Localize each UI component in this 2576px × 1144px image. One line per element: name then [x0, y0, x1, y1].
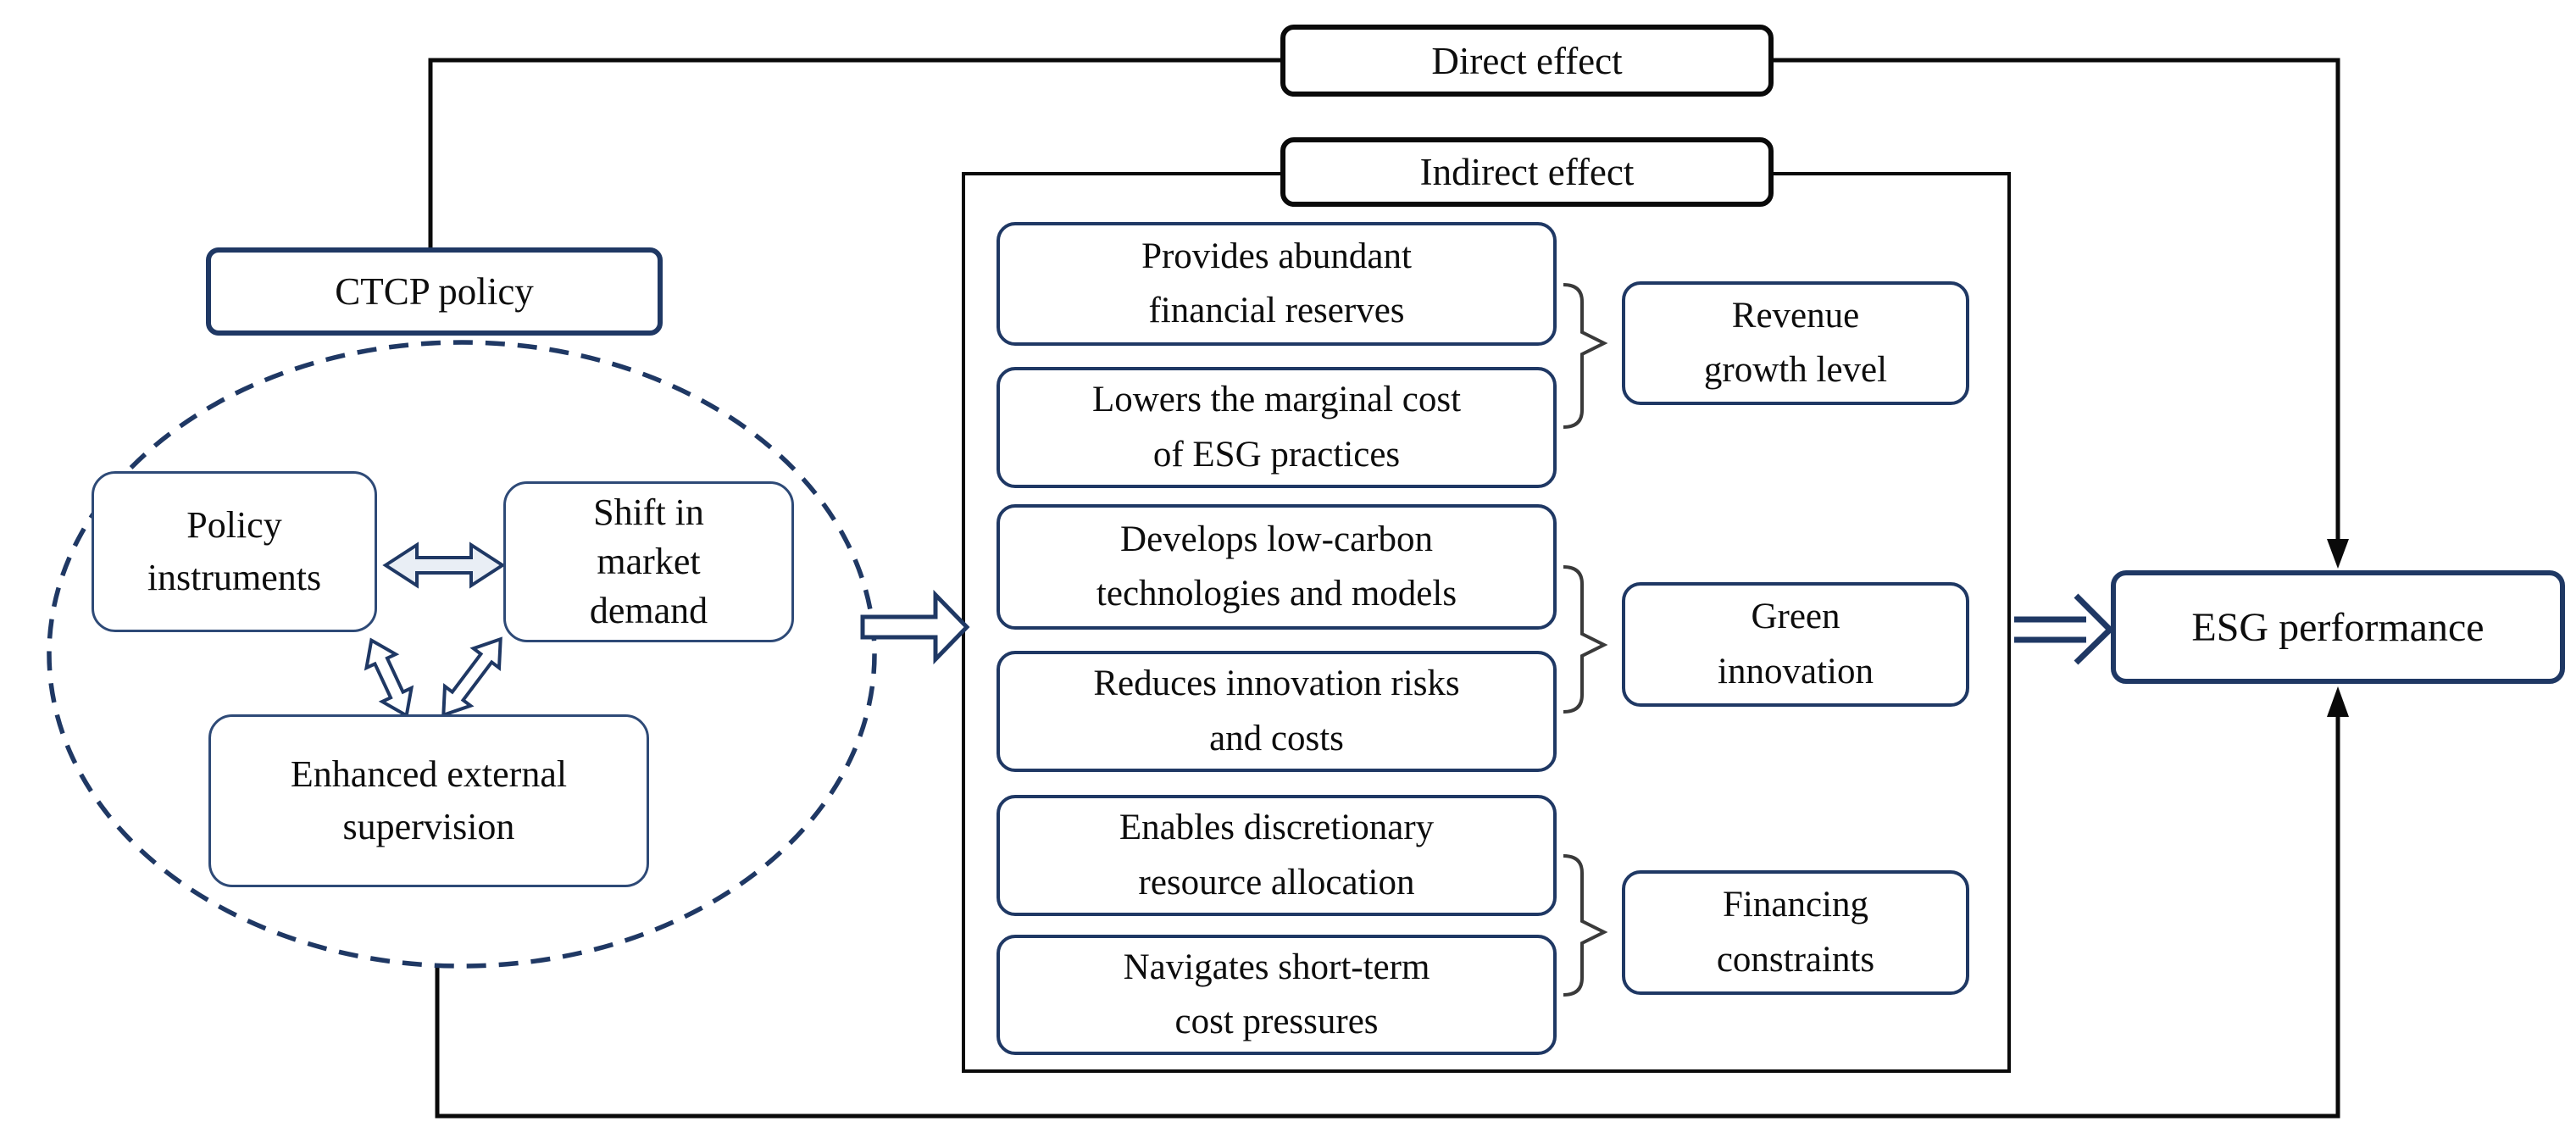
- node-label-line: Lowers the marginal cost: [1091, 380, 1462, 419]
- node-label-line: Policy: [186, 503, 282, 546]
- node-label: Indirect effect: [1419, 151, 1635, 193]
- node-label: Direct effect: [1431, 39, 1623, 82]
- bracket-green-innovation-icon: [1563, 565, 1608, 714]
- node-label-line: cost pressures: [1174, 1002, 1379, 1041]
- node-label-line: constraints: [1716, 939, 1875, 980]
- node-direct-effect: Direct effect: [1280, 25, 1774, 97]
- node-label-line: Provides abundant: [1141, 236, 1412, 276]
- node-label-line: innovation: [1718, 651, 1874, 691]
- node-label-line: Shift in: [593, 491, 704, 533]
- node-label-line: market: [597, 540, 701, 582]
- double-arrow-diagonal-left-icon: [364, 637, 414, 719]
- node-policy-instruments: Policy instruments: [92, 471, 377, 632]
- node-label: CTCP policy: [335, 270, 534, 313]
- node-lowers-marginal-cost: Lowers the marginal cost of ESG practice…: [997, 367, 1557, 488]
- node-label: ESG performance: [2191, 604, 2484, 650]
- node-shift-in-market-demand: Shift in market demand: [503, 481, 794, 642]
- double-arrow-horizontal-icon: [382, 541, 506, 589]
- node-reduces-innovation-risks: Reduces innovation risks and costs: [997, 651, 1557, 772]
- node-label-line: financial reserves: [1148, 291, 1405, 330]
- node-label-line: Develops low-carbon: [1120, 519, 1433, 559]
- node-label-line: Navigates short-term: [1123, 947, 1430, 987]
- node-provides-abundant-financial-reserves: Provides abundant financial reserves: [997, 222, 1557, 346]
- node-label-line: Revenue: [1731, 295, 1860, 336]
- node-label-line: supervision: [342, 806, 515, 847]
- node-develops-low-carbon: Develops low-carbon technologies and mod…: [997, 504, 1557, 630]
- node-label-line: of ESG practices: [1152, 434, 1401, 475]
- node-enables-discretionary-allocation: Enables discretionary resource allocatio…: [997, 795, 1557, 916]
- node-label-line: technologies and models: [1096, 574, 1457, 614]
- node-revenue-growth-level: Revenue growth level: [1622, 281, 1969, 405]
- policy-drivers-ellipse: [47, 340, 877, 969]
- node-label-line: demand: [589, 590, 708, 632]
- node-green-innovation: Green innovation: [1622, 582, 1969, 707]
- node-ctcp-policy: CTCP policy: [206, 247, 663, 336]
- block-arrow-ellipse-to-container-icon: [860, 589, 970, 665]
- node-indirect-effect: Indirect effect: [1280, 137, 1774, 207]
- node-navigates-short-term-pressures: Navigates short-term cost pressures: [997, 935, 1557, 1055]
- node-label-line: Enhanced external: [290, 752, 568, 795]
- bracket-revenue-growth-icon: [1563, 283, 1608, 429]
- node-financing-constraints: Financing constraints: [1622, 870, 1969, 995]
- node-label-line: growth level: [1703, 350, 1888, 390]
- arrowhead-into-esg-top-icon: [2327, 539, 2349, 569]
- bottom-effect-line: [435, 716, 2340, 1119]
- node-label-line: Green: [1751, 597, 1840, 636]
- double-arrow-diagonal-right-icon: [441, 636, 502, 718]
- node-esg-performance: ESG performance: [2111, 570, 2565, 684]
- node-label-line: Reduces innovation risks: [1093, 664, 1460, 703]
- node-label-line: Enables discretionary: [1119, 808, 1435, 847]
- arrowhead-into-esg-bottom-icon: [2327, 686, 2349, 717]
- node-enhanced-external-supervision: Enhanced external supervision: [208, 714, 649, 887]
- node-label-line: and costs: [1209, 718, 1344, 758]
- node-label-line: resource allocation: [1138, 862, 1415, 902]
- node-label-line: instruments: [147, 557, 322, 598]
- block-arrow-container-to-esg-icon: [2014, 593, 2114, 665]
- bracket-financing-constraints-icon: [1563, 854, 1608, 997]
- node-label-line: Financing: [1723, 885, 1868, 925]
